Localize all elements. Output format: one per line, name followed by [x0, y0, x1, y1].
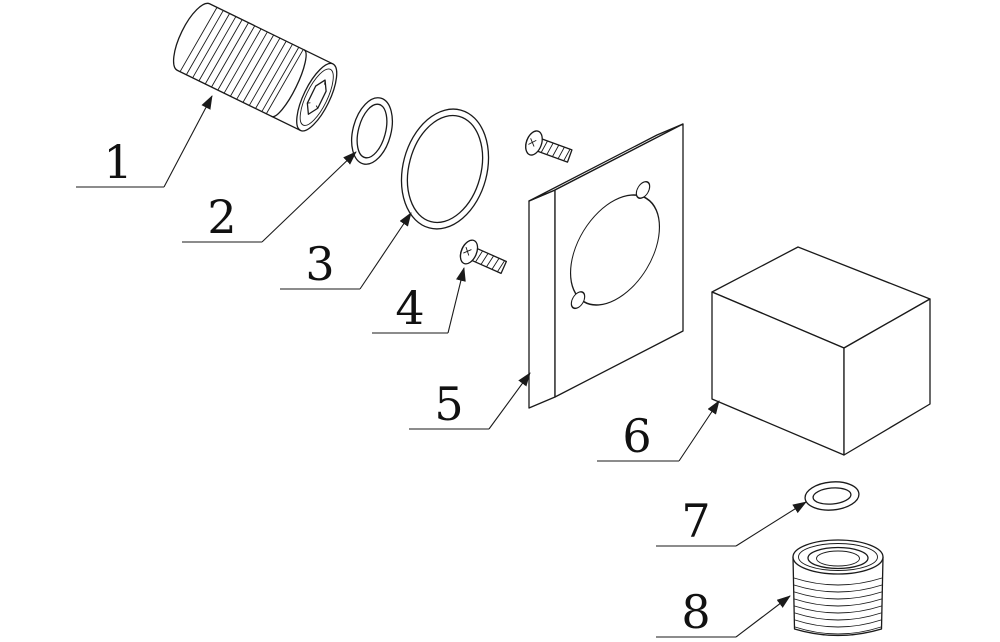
part-2-inner-ellipse	[356, 103, 388, 159]
callout-6-leader	[678, 400, 720, 462]
callout-5: 5	[409, 372, 531, 431]
part-1-end-face	[296, 62, 338, 132]
callout-5-leader	[488, 372, 531, 430]
part-2-washer	[350, 97, 394, 165]
part-5-side-face	[528, 189, 556, 409]
callout-7-leader	[735, 501, 807, 547]
part-1-chamfer-ring	[299, 68, 334, 126]
callout-4-leader	[447, 267, 466, 334]
callout-1-leader	[163, 95, 213, 188]
callout-3-leader	[359, 212, 412, 290]
part-1-hex-socket	[306, 79, 327, 115]
part-5-screw-hole-bottom	[570, 291, 586, 310]
callout-6: 6	[597, 400, 720, 463]
part-8-bore-inner	[816, 550, 860, 567]
part-4-screw	[456, 236, 510, 280]
part-5-plate	[528, 123, 684, 409]
part-5-center-hole	[569, 194, 661, 306]
callout-3-number: 3	[305, 237, 334, 291]
part-2-outer-ellipse	[350, 97, 394, 165]
part-8-bore-outer	[807, 546, 869, 570]
callout-7-number: 7	[681, 494, 710, 548]
part-3-outer-ellipse	[400, 108, 490, 230]
part-6-right-face	[843, 298, 931, 456]
plate-screw-top	[521, 127, 575, 169]
part-1-hex-socket-depth	[306, 79, 326, 109]
part-8-rim-chamfer	[798, 543, 878, 571]
callouts: 1 2 3 4 5 6 7	[76, 95, 807, 639]
part-7-outer-ellipse	[804, 481, 860, 511]
part-1-set-screw	[172, 2, 338, 132]
part-3-inner-ellipse	[406, 114, 484, 224]
callout-2: 2	[182, 151, 357, 244]
callout-3: 3	[280, 212, 412, 291]
callout-2-number: 2	[207, 190, 236, 244]
callout-1: 1	[76, 95, 213, 189]
callout-6-number: 6	[622, 409, 651, 463]
callout-1-number: 1	[103, 135, 132, 189]
part-1-body-outline	[172, 2, 334, 132]
part-1-shoulder-arc	[271, 49, 307, 118]
callout-4-number: 4	[395, 281, 424, 335]
part-7-inner-ellipse	[812, 487, 852, 505]
callout-8: 8	[656, 585, 791, 639]
part-3-o-ring	[400, 108, 490, 230]
callout-8-leader	[735, 595, 791, 638]
callout-2-leader	[261, 151, 357, 243]
part-5-screw-hole-top	[635, 180, 651, 199]
part-6-block	[711, 246, 931, 456]
callout-5-number: 5	[434, 377, 463, 431]
part-8-thread-lines	[793, 577, 883, 635]
part-8-threaded-adapter	[792, 539, 884, 637]
callout-8-number: 8	[681, 585, 710, 639]
part-7-o-ring	[804, 481, 860, 511]
callout-7: 7	[656, 494, 807, 548]
part-1-thread-lines	[179, 6, 304, 115]
callout-4: 4	[372, 267, 466, 335]
